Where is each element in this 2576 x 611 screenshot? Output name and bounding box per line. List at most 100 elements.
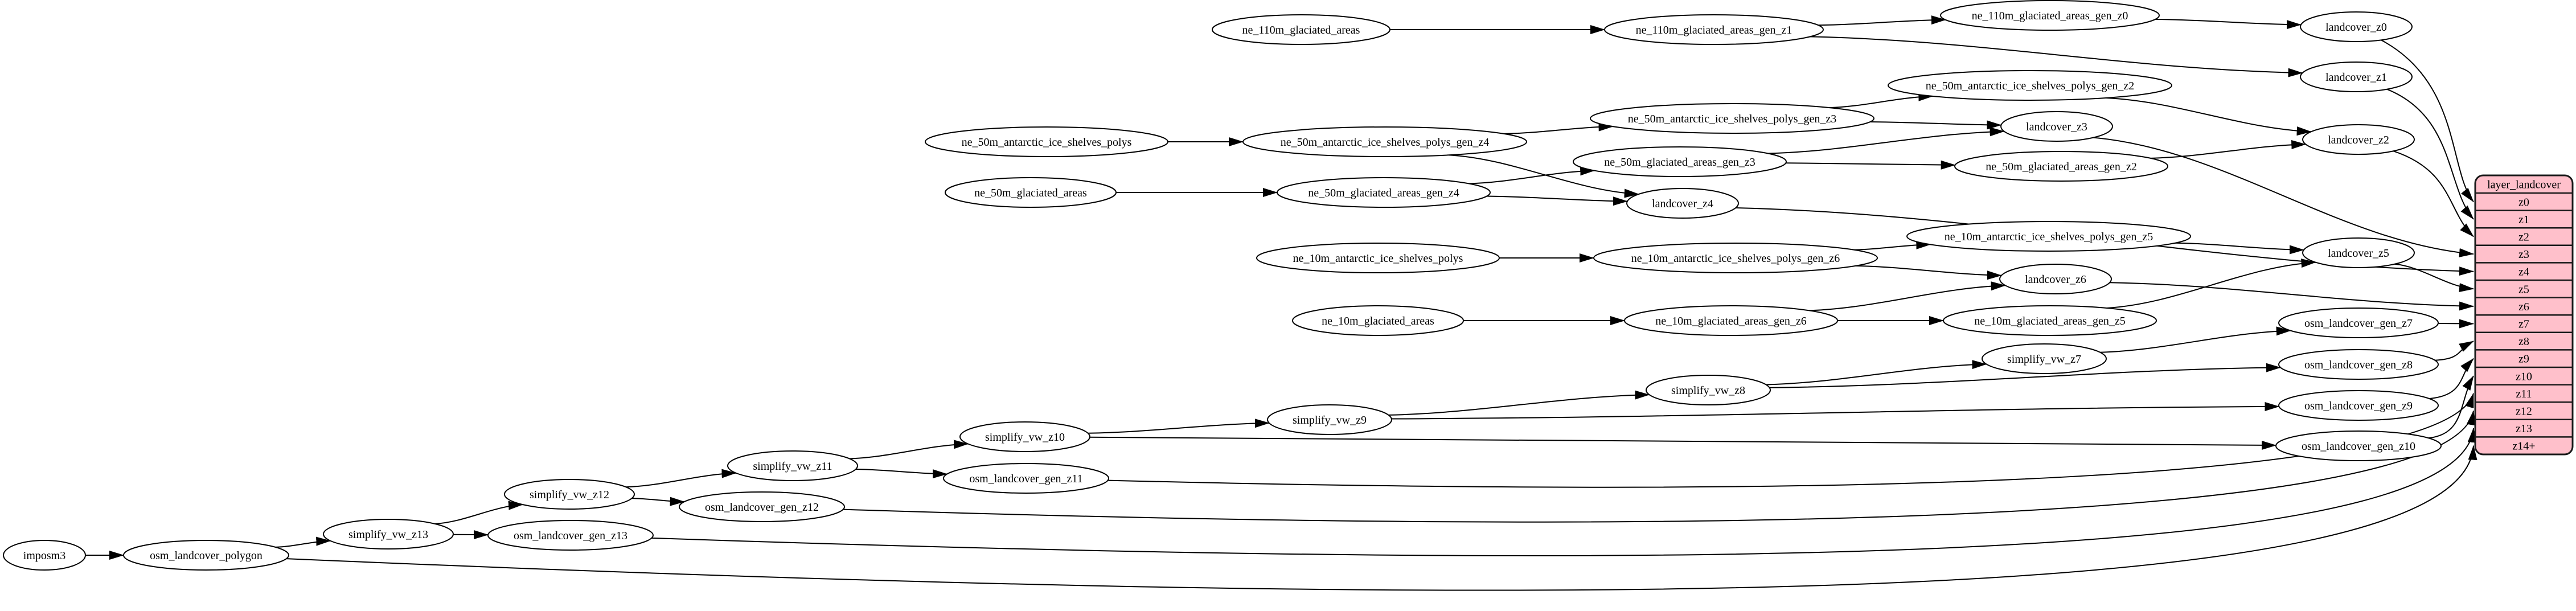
edge-landcover_z0-to-table-z0	[2381, 39, 2474, 203]
node-ne_50m_glaciated_areas_gen_z2: ne_50m_glaciated_areas_gen_z2	[1954, 151, 2168, 182]
node-landcover_z6: landcover_z6	[1999, 264, 2112, 294]
node-ne_110m_glaciated_areas-ellipse	[1212, 14, 1390, 45]
edge-ne_10m_glaciated_areas_gen_z6-to-landcover_z6	[1809, 281, 2006, 311]
node-landcover_z3: landcover_z3	[2000, 111, 2113, 142]
edge-simplify_vw_z12-to-simplify_vw_z11	[626, 469, 737, 488]
edge-simplify_vw_z10-to-osm_landcover_gen_z10	[1089, 436, 2277, 450]
node-simplify_vw_z7-label: simplify_vw_z7	[2007, 353, 2081, 366]
node-ne_10m_glaciated_areas_gen_z5-label: ne_10m_glaciated_areas_gen_z5	[1974, 315, 2125, 327]
node-landcover_z3-ellipse	[2000, 111, 2113, 142]
layer-landcover-title: layer_landcover	[2487, 179, 2561, 191]
node-ne_110m_glaciated_areas-label: ne_110m_glaciated_areas	[1242, 24, 1360, 36]
node-ne_50m_antarctic_ice_shelves_polys_gen_z2: ne_50m_antarctic_ice_shelves_polys_gen_z…	[1888, 70, 2172, 101]
node-simplify_vw_z13-ellipse	[323, 519, 454, 550]
node-ne_50m_antarctic_ice_shelves_polys_gen_z3: ne_50m_antarctic_ice_shelves_polys_gen_z…	[1590, 103, 1874, 134]
node-osm_landcover_gen_z7: osm_landcover_gen_z7	[2278, 307, 2439, 338]
edge-ne_50m_glaciated_areas_gen_z2-to-landcover_z2	[2150, 140, 2307, 159]
node-simplify_vw_z12: simplify_vw_z12	[504, 479, 635, 510]
node-ne_10m_antarctic_ice_shelves_polys_gen_z5-ellipse	[1906, 221, 2191, 252]
table-row-z14+: z14+	[2512, 440, 2535, 453]
node-osm_landcover_gen_z11-ellipse	[943, 463, 1109, 494]
node-ne_110m_glaciated_areas_gen_z0-label: ne_110m_glaciated_areas_gen_z0	[1972, 10, 2128, 22]
node-simplify_vw_z8-label: simplify_vw_z8	[1671, 384, 1745, 397]
node-landcover_z6-ellipse	[1999, 264, 2112, 294]
edge-landcover_z1-to-table-z1	[2386, 88, 2474, 220]
edge-ne_50m_glaciated_areas_gen_z4-to-ne_50m_glaciated_areas_gen_z3	[1469, 166, 1595, 184]
node-landcover_z2-label: landcover_z2	[2328, 134, 2389, 146]
node-ne_110m_glaciated_areas_gen_z1: ne_110m_glaciated_areas_gen_z1	[1604, 14, 1824, 45]
node-ne_50m_antarctic_ice_shelves_polys_gen_z4: ne_50m_antarctic_ice_shelves_polys_gen_z…	[1242, 126, 1527, 157]
node-ne_50m_glaciated_areas_gen_z3-label: ne_50m_glaciated_areas_gen_z3	[1604, 156, 1755, 169]
edge-ne_10m_glaciated_areas_gen_z5-to-landcover_z5	[2106, 259, 2316, 309]
node-ne_110m_glaciated_areas_gen_z0: ne_110m_glaciated_areas_gen_z0	[1940, 0, 2160, 31]
edge-simplify_vw_z12-to-osm_landcover_gen_z12	[631, 497, 685, 506]
node-landcover_z1: landcover_z1	[2300, 61, 2413, 92]
node-landcover_z5-label: landcover_z5	[2328, 247, 2389, 260]
edge-osm_landcover_polygon-to-simplify_vw_z13	[275, 536, 331, 548]
node-osm_landcover_gen_z13-label: osm_landcover_gen_z13	[514, 530, 627, 542]
node-landcover_z1-label: landcover_z1	[2325, 71, 2387, 84]
node-simplify_vw_z9-ellipse	[1267, 404, 1392, 435]
edge-osm_landcover_polygon-to-table-z14+	[286, 445, 2477, 591]
node-ne_110m_glaciated_areas_gen_z1-ellipse	[1604, 14, 1824, 45]
node-osm_landcover_gen_z13: osm_landcover_gen_z13	[487, 520, 654, 551]
node-osm_landcover_gen_z9: osm_landcover_gen_z9	[2278, 390, 2439, 421]
edges-layer	[85, 15, 2477, 591]
edge-ne_50m_antarctic_ice_shelves_polys_gen_z4-to-ne_50m_antarctic_ice_shelves_polys_gen_z3	[1504, 122, 1614, 134]
table-row-z9: z9	[2518, 353, 2529, 366]
node-simplify_vw_z11-ellipse	[727, 450, 858, 481]
table-row-z11: z11	[2516, 388, 2532, 400]
node-ne_10m_glaciated_areas_gen_z6-label: ne_10m_glaciated_areas_gen_z6	[1655, 315, 1806, 327]
node-ne_50m_antarctic_ice_shelves_polys_gen_z4-ellipse	[1242, 126, 1527, 157]
node-ne_50m_glaciated_areas-label: ne_50m_glaciated_areas	[974, 187, 1087, 199]
table-row-z5: z5	[2518, 283, 2529, 296]
node-osm_landcover_gen_z12-label: osm_landcover_gen_z12	[705, 501, 819, 514]
node-imposm3-label: imposm3	[23, 550, 65, 562]
table-row-z7: z7	[2518, 318, 2529, 331]
edge-osm_landcover_gen_z12-to-table-z12	[843, 410, 2476, 523]
node-ne_110m_glaciated_areas: ne_110m_glaciated_areas	[1212, 14, 1390, 45]
node-simplify_vw_z7: simplify_vw_z7	[1982, 343, 2107, 374]
node-simplify_vw_z7-ellipse	[1982, 343, 2107, 374]
edge-simplify_vw_z9-to-osm_landcover_gen_z9	[1391, 402, 2280, 420]
edge-osm_landcover_gen_z10-to-table-z10	[2428, 375, 2474, 439]
node-simplify_vw_z11-label: simplify_vw_z11	[753, 460, 832, 473]
edge-simplify_vw_z11-to-osm_landcover_gen_z11	[855, 469, 948, 479]
node-ne_50m_glaciated_areas_gen_z4-ellipse	[1277, 177, 1491, 208]
table-row-z6: z6	[2518, 301, 2529, 313]
table-row-z12: z12	[2516, 405, 2532, 418]
edge-ne_10m_antarctic_ice_shelves_polys_gen_z6-to-ne_10m_antarctic_ice_shelves_polys_gen_z5	[1853, 240, 1931, 251]
node-ne_50m_glaciated_areas_gen_z3: ne_50m_glaciated_areas_gen_z3	[1573, 146, 1787, 177]
edge-osm_landcover_gen_z11-to-table-z11	[1107, 392, 2474, 488]
node-ne_50m_glaciated_areas-ellipse	[945, 177, 1117, 208]
node-osm_landcover_gen_z12: osm_landcover_gen_z12	[679, 491, 845, 522]
node-ne_50m_antarctic_ice_shelves_polys: ne_50m_antarctic_ice_shelves_polys	[925, 126, 1168, 157]
node-simplify_vw_z9-label: simplify_vw_z9	[1293, 414, 1367, 427]
node-simplify_vw_z8: simplify_vw_z8	[1646, 375, 1771, 405]
node-landcover_z3-label: landcover_z3	[2026, 121, 2087, 133]
node-ne_10m_glaciated_areas_gen_z6: ne_10m_glaciated_areas_gen_z6	[1624, 305, 1838, 336]
node-osm_landcover_gen_z8-label: osm_landcover_gen_z8	[2304, 359, 2413, 371]
node-osm_landcover_gen_z10-ellipse	[2275, 430, 2442, 461]
node-landcover_z4: landcover_z4	[1626, 188, 1739, 219]
edge-osm_landcover_gen_z9-to-table-z9	[2429, 358, 2474, 400]
node-simplify_vw_z10: simplify_vw_z10	[959, 421, 1090, 452]
node-imposm3-ellipse	[3, 540, 86, 571]
edge-simplify_vw_z9-to-simplify_vw_z8	[1388, 390, 1650, 416]
node-ne_10m_antarctic_ice_shelves_polys: ne_10m_antarctic_ice_shelves_polys	[1256, 243, 1500, 273]
edge-simplify_vw_z8-to-osm_landcover_gen_z8	[1769, 363, 2281, 388]
edge-ne_50m_glaciated_areas_gen_z3-to-ne_50m_glaciated_areas_gen_z2	[1786, 160, 1956, 170]
node-ne_50m_antarctic_ice_shelves_polys_gen_z3-label: ne_50m_antarctic_ice_shelves_polys_gen_z…	[1628, 113, 1837, 125]
node-ne_50m_antarctic_ice_shelves_polys_gen_z2-label: ne_50m_antarctic_ice_shelves_polys_gen_z…	[1926, 80, 2135, 92]
node-landcover_z1-ellipse	[2300, 61, 2413, 92]
node-ne_10m_antarctic_ice_shelves_polys_gen_z6: ne_10m_antarctic_ice_shelves_polys_gen_z…	[1593, 243, 1878, 273]
edge-landcover_z6-to-table-z6	[2110, 282, 2474, 311]
node-osm_landcover_gen_z10: osm_landcover_gen_z10	[2275, 430, 2442, 461]
edge-ne_10m_antarctic_ice_shelves_polys_gen_z5-to-landcover_z5	[2175, 242, 2304, 255]
edge-simplify_vw_z10-to-simplify_vw_z9	[1088, 419, 1270, 434]
node-landcover_z4-label: landcover_z4	[1652, 198, 1713, 210]
node-osm_landcover_polygon-ellipse	[123, 540, 289, 571]
node-ne_10m_antarctic_ice_shelves_polys_gen_z5-label: ne_10m_antarctic_ice_shelves_polys_gen_z…	[1945, 231, 2153, 243]
